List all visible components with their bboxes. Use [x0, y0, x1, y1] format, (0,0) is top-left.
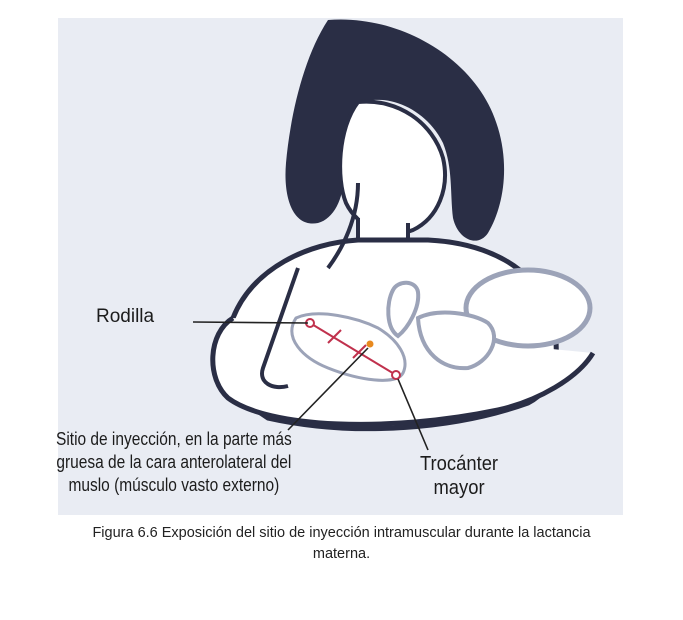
leg-outline	[260, 267, 300, 389]
figure-caption: Figura 6.6 Exposición del sitio de inyec…	[0, 523, 683, 565]
thigh-third-mark-1	[327, 329, 342, 344]
thigh-third-mark-2	[352, 344, 367, 359]
baby-head	[463, 267, 593, 349]
knee-label: Rodilla	[96, 306, 155, 327]
thigh-axis-line	[309, 322, 397, 376]
figure-caption-line-1: Figura 6.6 Exposición del sitio de inyec…	[92, 525, 591, 541]
injection-site-label-line-2: gruesa de la cara anterolateral del	[56, 452, 292, 472]
trochanter-label: Trocánter mayor	[420, 452, 498, 500]
injection-site-label: Sitio de inyección, en la parte más grue…	[56, 428, 292, 497]
injection-site-label-line-3: muslo (músculo vasto externo)	[68, 475, 280, 495]
baby-hand	[386, 280, 421, 339]
breastfeeding-illustration	[58, 18, 623, 515]
injection-site-label-line-1: Sitio de inyección, en la parte más	[56, 429, 292, 449]
baby-body	[415, 310, 496, 371]
trochanter-label-line-1: Trocánter	[420, 453, 499, 475]
trochanter-leader-line	[397, 378, 429, 451]
knee-leader-line	[192, 321, 309, 324]
injection-site-leader-line	[287, 347, 369, 431]
mother-infant-drawing	[192, 19, 596, 451]
trochanter-point	[391, 370, 401, 380]
mother-back	[326, 182, 360, 270]
injection-point	[366, 340, 374, 348]
trochanter-label-line-2: mayor	[433, 477, 485, 499]
mother-face	[338, 99, 447, 236]
figure-caption-line-2: materna.	[312, 546, 371, 562]
